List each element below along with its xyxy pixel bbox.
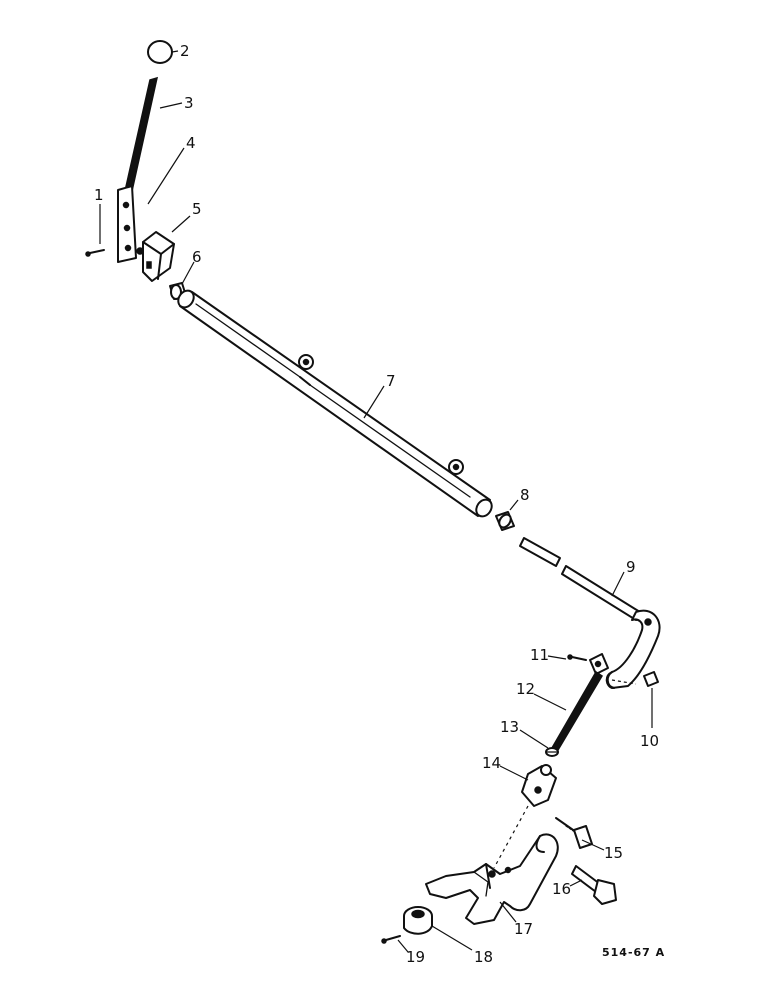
callout-12: 12: [516, 680, 535, 698]
callout-18: 18: [474, 948, 493, 966]
part-19-pin: [381, 935, 401, 944]
callout-4: 4: [186, 134, 196, 152]
callout-17: 17: [514, 920, 533, 938]
part-7-shift-rod: [177, 289, 493, 518]
callout-19: 19: [406, 948, 425, 966]
callout-5: 5: [192, 200, 202, 218]
callout-11: 11: [530, 646, 549, 664]
part-15-bolt: [555, 817, 593, 849]
callout-15: 15: [604, 844, 623, 862]
part-1-pin: [85, 249, 105, 257]
callout-1: 1: [94, 186, 104, 204]
callout-13: 13: [500, 718, 519, 736]
part-11-clip: [567, 654, 587, 661]
callout-16: 16: [552, 880, 571, 898]
part-9-shift-arm: [561, 565, 661, 689]
assembly-guide-lines: [493, 679, 637, 869]
part-14-ball-joint: [521, 764, 557, 807]
callout-2: 2: [180, 42, 190, 60]
part-18-roller: [403, 906, 433, 935]
callout-7: 7: [386, 372, 396, 390]
part-13-spring: [545, 747, 559, 757]
reference-code: 514-67 A: [602, 946, 665, 959]
callout-10: 10: [640, 732, 659, 750]
part-3-shift-lever: [117, 76, 159, 263]
callout-9: 9: [626, 558, 636, 576]
part-8-bushing: [495, 511, 515, 531]
callout-3: 3: [184, 94, 194, 112]
part-rod-segment: [519, 537, 561, 567]
callout-8: 8: [520, 486, 530, 504]
part-16-bolt: [571, 865, 617, 905]
callout-labels: 2 3 4 1 5 6 7 8 9 10 11 12 13 14 15 16 1…: [94, 42, 659, 966]
part-10-nut: [643, 671, 659, 687]
part-5-block: [142, 231, 175, 282]
part-17-shift-fork: [425, 833, 559, 925]
leader-lines: [99, 50, 653, 953]
callout-14: 14: [482, 754, 501, 772]
part-12-link-rod: [550, 653, 609, 751]
part-2-knob: [147, 40, 173, 64]
callout-6: 6: [192, 248, 202, 266]
